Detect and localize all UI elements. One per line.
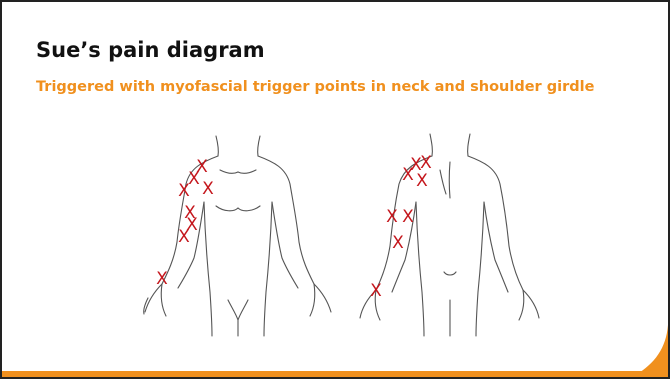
back-trigger-markers: X X X X X X X X xyxy=(370,153,432,301)
corner-swoosh xyxy=(632,325,668,377)
front-trigger-markers: X X X X X X X X xyxy=(156,157,214,289)
accent-footer-bar xyxy=(2,371,668,377)
back-body-outline xyxy=(360,134,539,336)
trigger-point-marker: X xyxy=(156,269,168,289)
trigger-point-marker: X xyxy=(392,233,404,253)
trigger-point-marker: X xyxy=(370,281,382,301)
trigger-point-marker: X xyxy=(402,207,414,227)
trigger-point-marker: X xyxy=(178,227,190,247)
trigger-point-marker: X xyxy=(178,181,190,201)
corner-swoosh-shape xyxy=(632,325,668,377)
trigger-point-marker: X xyxy=(188,169,200,189)
front-body-outline xyxy=(144,136,331,336)
trigger-point-marker: X xyxy=(420,153,432,173)
trigger-point-marker: X xyxy=(386,207,398,227)
trigger-point-marker: X xyxy=(410,155,422,175)
trigger-point-marker: X xyxy=(202,179,214,199)
